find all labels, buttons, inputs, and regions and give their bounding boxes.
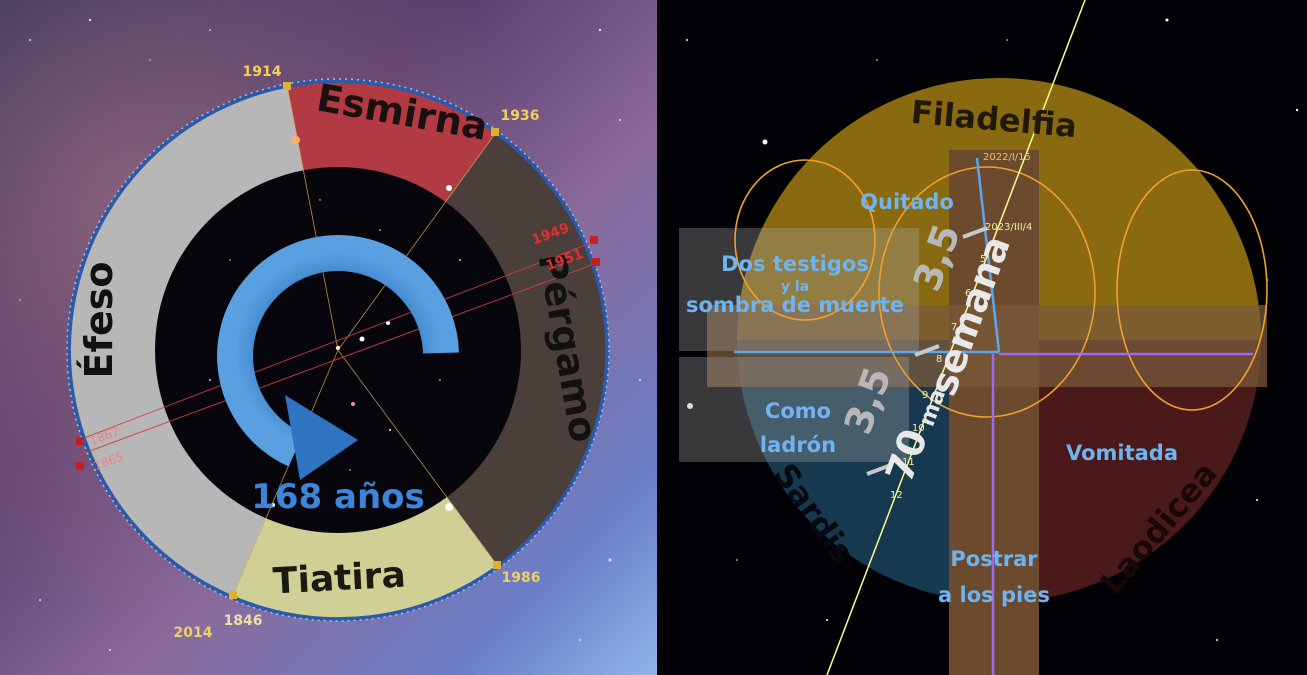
guide-lines (232, 87, 498, 596)
like-a-label: Como (765, 399, 831, 423)
cycle-arrow-icon (217, 234, 459, 480)
vomited-label: Vomitada (1066, 441, 1178, 465)
date-2023: 2023/III/4 (985, 222, 1032, 233)
cross-diagram: 5 6 7 8 9 10 11 12 2022/I/15 2023/III/4 … (657, 0, 1307, 675)
timeline-numbers: 5 6 7 8 9 10 11 12 (890, 254, 986, 501)
date-2022: 2022/I/15 (983, 152, 1031, 163)
and-the-label: y la (781, 279, 809, 295)
year-2014: 2014 (174, 625, 213, 641)
background-stars (19, 18, 641, 651)
cross-diagram-panel: 5 6 7 8 9 10 11 12 2022/I/15 2023/III/4 … (657, 0, 1307, 675)
tick-9: 9 (922, 390, 928, 401)
ring-ticks (66, 78, 610, 622)
ephesus-label: Éfeso (77, 262, 121, 379)
sardis-region (737, 340, 999, 602)
tick-7: 7 (951, 322, 957, 333)
tick-5: 5 (980, 254, 986, 265)
year-1846: 1846 (224, 613, 263, 629)
tick-11: 11 (902, 457, 915, 468)
shadow-of-death-label: sombra de muerte (686, 293, 904, 317)
tick-8: 8 (936, 354, 942, 365)
cycle-duration-label: 168 años (251, 477, 425, 517)
tick-6: 6 (965, 288, 971, 299)
week-ticks (866, 226, 988, 476)
thyatira-label: Tiatira (272, 555, 407, 603)
tick-12: 12 (890, 490, 903, 501)
tick-10: 10 (912, 423, 925, 434)
year-1936: 1936 (501, 108, 540, 124)
two-witnesses-label: Dos testigos (721, 252, 869, 276)
thief-label: ladrón (760, 433, 836, 457)
year-1986: 1986 (502, 570, 541, 586)
thief-box (679, 357, 909, 462)
bow-down-label: Postrar (950, 547, 1038, 571)
red-guide-lines (78, 240, 598, 456)
cross-horizontal-beam (707, 305, 1267, 387)
church-wheel: Esmirna Pérgamo Tiatira Éfeso 168 años 1… (0, 0, 657, 675)
at-the-feet-label: a los pies (938, 583, 1050, 607)
night-stars (686, 18, 1299, 641)
church-wheel-panel: Esmirna Pérgamo Tiatira Éfeso 168 años 1… (0, 0, 657, 675)
prophetic-timeline (826, 0, 1086, 675)
taken-label: Quitado (860, 190, 954, 214)
laodicea-region (999, 340, 1261, 602)
year-1914: 1914 (243, 64, 282, 80)
orbit-curves (734, 159, 1268, 418)
ring-markers (76, 82, 600, 599)
